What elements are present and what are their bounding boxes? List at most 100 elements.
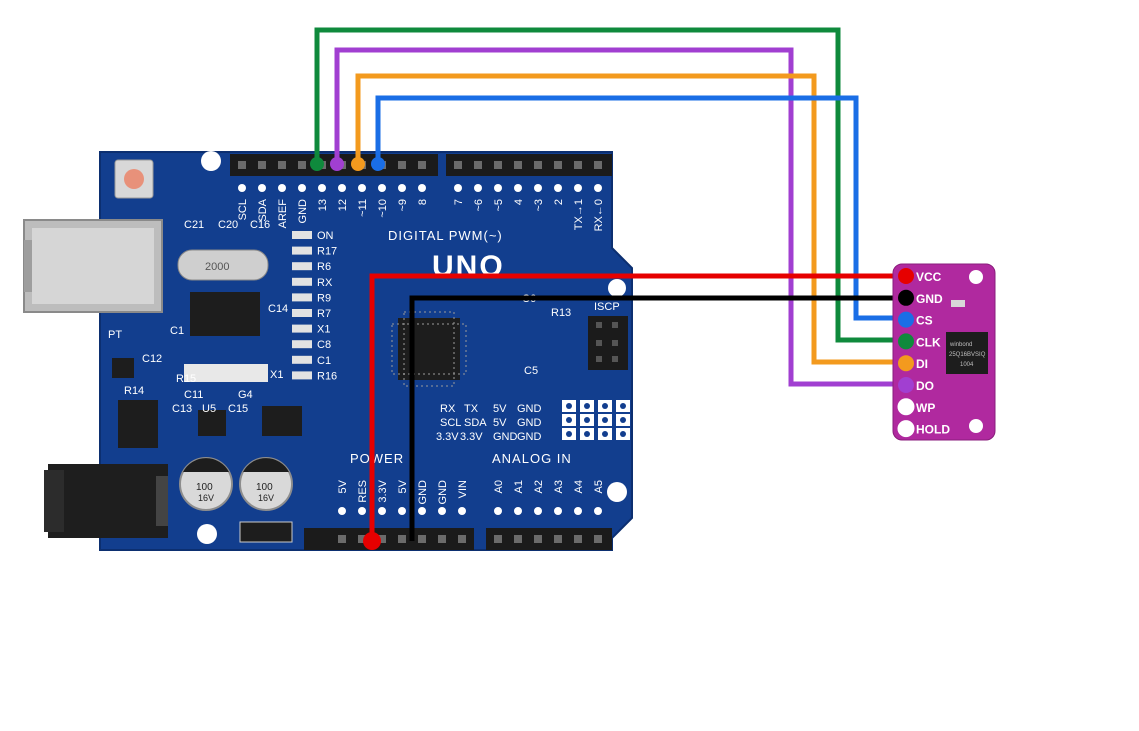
indicator-label: R17: [317, 246, 337, 258]
smd-part: [292, 277, 312, 286]
component-label: C5: [524, 365, 538, 377]
digital-pin-label: RX←0: [593, 199, 605, 231]
digital-pin-label: 12: [337, 199, 349, 211]
pin-pad: [358, 184, 366, 192]
arduino-uno-board: 2000 ISCP 100 16V: [23, 151, 633, 551]
pin-socket: [514, 535, 522, 543]
pin-socket: [594, 161, 602, 169]
indicator-label: ON: [317, 230, 334, 242]
reset-button-cap[interactable]: [124, 169, 144, 189]
pin-socket: [454, 161, 462, 169]
pin-socket: [298, 161, 306, 169]
pin-socket: [574, 161, 582, 169]
clk-wire: [314, 27, 906, 343]
digital-pin-label: ~11: [357, 199, 369, 217]
usb-interface-chip: [190, 292, 260, 336]
indicator-label: X1: [317, 324, 330, 336]
smd-part: [292, 293, 312, 302]
pin-socket: [398, 161, 406, 169]
component-label: C16: [250, 219, 270, 231]
pin-socket: [594, 535, 602, 543]
crystal-label: 2000: [205, 261, 229, 273]
module-pin-pad: [898, 355, 914, 372]
wires: [310, 27, 906, 550]
analog-pin-label: A3: [553, 480, 565, 493]
pin-pad: [574, 184, 582, 192]
clk-wire-end: [310, 157, 324, 171]
component-label: C13: [172, 403, 192, 415]
header-pin-label: 5V: [493, 403, 507, 415]
module-pin-label: CLK: [916, 335, 941, 349]
pin-socket: [458, 535, 466, 543]
pin-hole: [602, 403, 608, 409]
diode: [239, 521, 293, 543]
smd-part: [292, 309, 312, 317]
digital-pin-label: ~3: [533, 199, 545, 212]
digital-pin-label: GND: [297, 199, 309, 224]
header-pin-label: RX: [440, 403, 456, 415]
pin-hole: [584, 431, 590, 437]
pin-pad: [534, 507, 542, 515]
mount-hole: [197, 524, 217, 544]
module-pin-pad: [898, 311, 914, 328]
component-label: R14: [124, 385, 144, 397]
smd-part: [292, 355, 312, 364]
pin-pad: [554, 507, 562, 515]
pin-hole: [602, 431, 608, 437]
pin-pad: [358, 507, 366, 515]
smd-part: [292, 246, 312, 255]
pin-socket: [554, 161, 562, 169]
capacitor: 100 16V: [179, 457, 233, 511]
digital-pin-label: SDA: [257, 198, 269, 221]
svg-text:16V: 16V: [198, 493, 214, 503]
pin-hole: [620, 431, 626, 437]
pin-pad: [514, 507, 522, 515]
header-pin-label: 3.3V: [460, 431, 483, 443]
component-label: C20: [218, 219, 238, 231]
cs-wire-end: [371, 157, 385, 171]
indicator-label: C1: [317, 355, 331, 367]
pin-pad: [594, 507, 602, 515]
pin-hole: [584, 417, 590, 423]
component-label: C1: [170, 325, 184, 337]
svg-text:16V: 16V: [258, 493, 274, 503]
indicator-label: R16: [317, 370, 337, 382]
digital-pin-label: 13: [317, 199, 329, 211]
pin-pad: [418, 184, 426, 192]
smd-part: [292, 231, 312, 239]
header-pin-label: 5V: [493, 417, 507, 429]
component-label: C12: [142, 353, 162, 365]
module-pin-label: CS: [916, 314, 933, 328]
module-pin-pad: [897, 420, 915, 438]
pin-hole: [584, 403, 590, 409]
power-pin-label: 3.3V: [377, 479, 389, 502]
pin-pad: [318, 184, 326, 192]
header-pin-label: GND: [517, 431, 542, 443]
pin-socket: [494, 161, 502, 169]
pin-pad: [378, 184, 386, 192]
component-label: C21: [184, 219, 204, 231]
digital-pin-label: SCL: [237, 199, 249, 220]
pin-socket: [278, 161, 286, 169]
mount-hole: [608, 279, 626, 297]
pin-pad: [378, 507, 386, 515]
digital-header-right: [446, 154, 612, 176]
power-pin-label: GND: [417, 480, 429, 505]
pin-socket: [418, 161, 426, 169]
dc-power-jack: [44, 464, 168, 538]
module-pin-label: HOLD: [916, 423, 950, 437]
module-pin-pad: [898, 377, 914, 393]
mount-hole: [607, 482, 627, 502]
gnd-wire: [409, 295, 906, 541]
pin-socket: [258, 161, 266, 169]
icsp-label: ISCP: [594, 301, 620, 313]
mount-hole: [969, 270, 983, 284]
indicator-label: RX: [317, 277, 333, 289]
smd-part: [292, 371, 312, 380]
mount-hole: [969, 419, 983, 433]
svg-text:100: 100: [196, 482, 213, 493]
